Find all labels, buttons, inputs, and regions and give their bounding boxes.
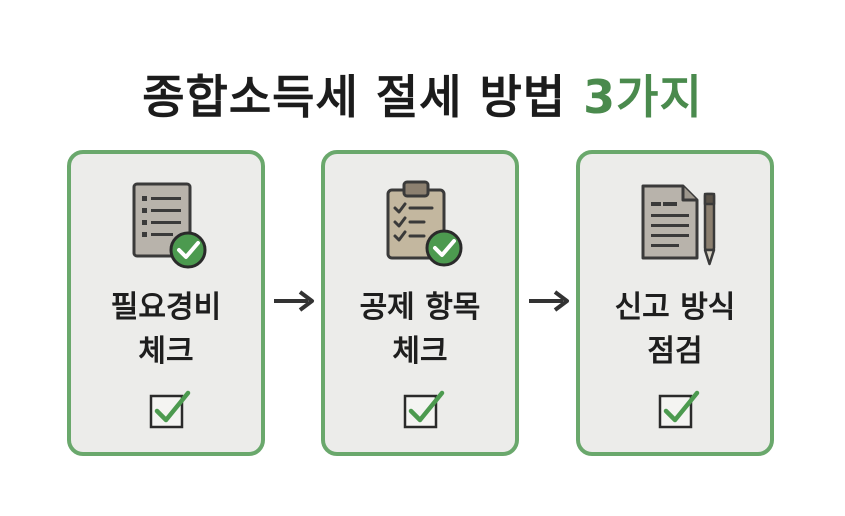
step-card-expenses: 필요경비 체크 bbox=[67, 150, 265, 456]
step-card-filing-method: 신고 방식 점검 bbox=[576, 150, 774, 456]
step-card-deductions: 공제 항목 체크 bbox=[321, 150, 519, 456]
arrow-right-icon bbox=[274, 290, 314, 312]
arrow-right-icon bbox=[529, 290, 569, 312]
document-pen-icon bbox=[641, 184, 716, 266]
clipboard-checklist-icon bbox=[386, 180, 463, 267]
document-check-icon bbox=[132, 182, 207, 269]
checkbox-checked-icon bbox=[149, 390, 191, 429]
title-accent: 3가지 bbox=[583, 69, 703, 124]
step-label: 필요경비 체크 bbox=[110, 290, 222, 369]
checkbox-checked-icon bbox=[658, 390, 700, 429]
checkbox-checked-icon bbox=[403, 390, 445, 429]
title-main: 종합소득세 절세 방법 bbox=[142, 69, 567, 124]
page-title: 종합소득세 절세 방법 3가지 bbox=[0, 67, 845, 127]
step-label: 신고 방식 점검 bbox=[614, 290, 736, 369]
step-label: 공제 항목 체크 bbox=[359, 290, 481, 369]
